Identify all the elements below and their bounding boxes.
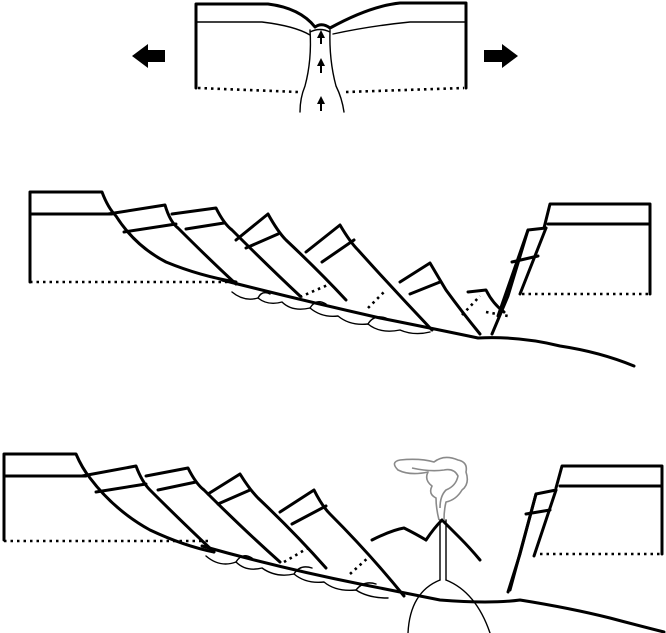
fault-block-2-layer — [156, 480, 198, 492]
detachment-surface — [200, 544, 666, 633]
fault-block-5-layer — [408, 280, 442, 296]
fault-block-1-layer — [122, 222, 178, 234]
right-step-fault — [532, 488, 558, 558]
fault-block-4-base — [349, 555, 371, 575]
melt-cap — [309, 28, 331, 33]
volcano — [393, 456, 491, 633]
fault-block-1 — [80, 464, 216, 554]
fault-block-4 — [278, 488, 406, 598]
eruption-plume-icon — [393, 456, 469, 521]
lower-crust-lenses-upper — [235, 555, 377, 591]
lithosphere-base-right — [345, 86, 465, 94]
fault-block-3-outline — [234, 212, 348, 302]
fault-block-3-outline — [206, 472, 328, 570]
fault-block-5-outline — [370, 526, 428, 542]
right-step-fault — [518, 226, 548, 296]
rift-channel-left — [299, 29, 312, 113]
fault-block-4-outline — [278, 488, 406, 598]
magma-chamber — [407, 579, 491, 633]
fault-block-5 — [398, 261, 482, 336]
fault-block-5-base — [461, 295, 481, 316]
eruption-plume-inner-icon — [411, 467, 459, 509]
fault-block-1-outline — [80, 464, 216, 554]
right-step-block-outer — [506, 492, 538, 594]
fault-block-2 — [144, 466, 282, 564]
crust-layer-left — [195, 21, 311, 36]
right-step-block-layer — [524, 508, 552, 516]
right-margin-outline — [554, 464, 664, 556]
lower-crust-lenses — [205, 555, 389, 599]
fault-block-1-outline — [106, 203, 238, 286]
left-margin-block — [2, 452, 216, 554]
volcanic-cone — [424, 518, 482, 562]
right-margin-outline — [542, 202, 652, 296]
fault-block-3 — [206, 472, 328, 570]
lithosphere-base-left — [197, 86, 299, 94]
fault-block-4-outline — [304, 223, 434, 332]
crust-layer-right — [332, 21, 467, 35]
stage-tilted-fault-blocks — [28, 190, 652, 368]
fault-block-5 — [370, 526, 428, 542]
fault-block-5-outline — [398, 261, 482, 336]
fault-block-2 — [170, 206, 302, 298]
fault-block-1-layer — [94, 482, 148, 494]
stage-rift-volcanism — [2, 452, 666, 633]
right-margin-block — [506, 464, 664, 594]
upwelling-arrow-icon — [317, 58, 325, 73]
fault-block-4-layer — [320, 238, 356, 264]
extension-arrow-right — [484, 44, 518, 68]
lower-crust-lenses — [231, 291, 431, 335]
fault-block-3-base — [299, 282, 331, 299]
right-margin-block — [490, 202, 652, 336]
fault-block-3-layer — [216, 488, 252, 506]
fault-block-2-outline — [170, 206, 302, 298]
upwelling-arrows — [317, 30, 325, 111]
fault-block-3-base — [283, 546, 309, 564]
lower-crust-lenses-upper — [257, 291, 387, 325]
fault-block-3-layer — [244, 232, 280, 250]
stage-initial-rifting — [132, 1, 518, 113]
left-margin-block — [28, 190, 238, 284]
fault-block-4 — [304, 223, 434, 332]
right-step-block-outer — [490, 228, 530, 336]
fault-block-4-layer — [290, 504, 328, 526]
rift-channel-right — [329, 29, 345, 113]
extension-arrow-left — [132, 44, 165, 68]
fault-block-2-outline — [144, 466, 282, 564]
magma-conduit — [439, 519, 447, 581]
fault-block-4-base — [367, 291, 385, 309]
fault-block-2-layer — [184, 221, 226, 231]
crust-block-outline — [194, 1, 468, 90]
fault-block-1 — [106, 203, 238, 286]
fault-block-3 — [234, 212, 348, 302]
detachment-surface — [220, 278, 636, 368]
upwelling-arrow-icon — [317, 96, 325, 111]
upwelling-arrow-icon — [317, 30, 325, 44]
rift-axis-wedge-outline — [466, 288, 506, 314]
